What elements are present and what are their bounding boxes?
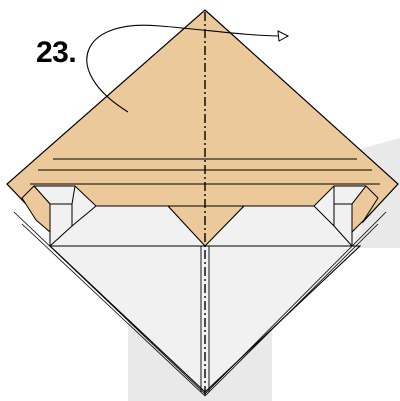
layered-bottom-edges [13,211,387,397]
right-flap-details [205,185,379,247]
center-crease [200,246,210,392]
step-number-label: 23. [36,36,77,69]
curved-arrow-icon [86,24,290,113]
left-flap-details [21,185,205,247]
right-white-pocket [205,186,366,246]
center-colored-triangle [166,205,246,247]
